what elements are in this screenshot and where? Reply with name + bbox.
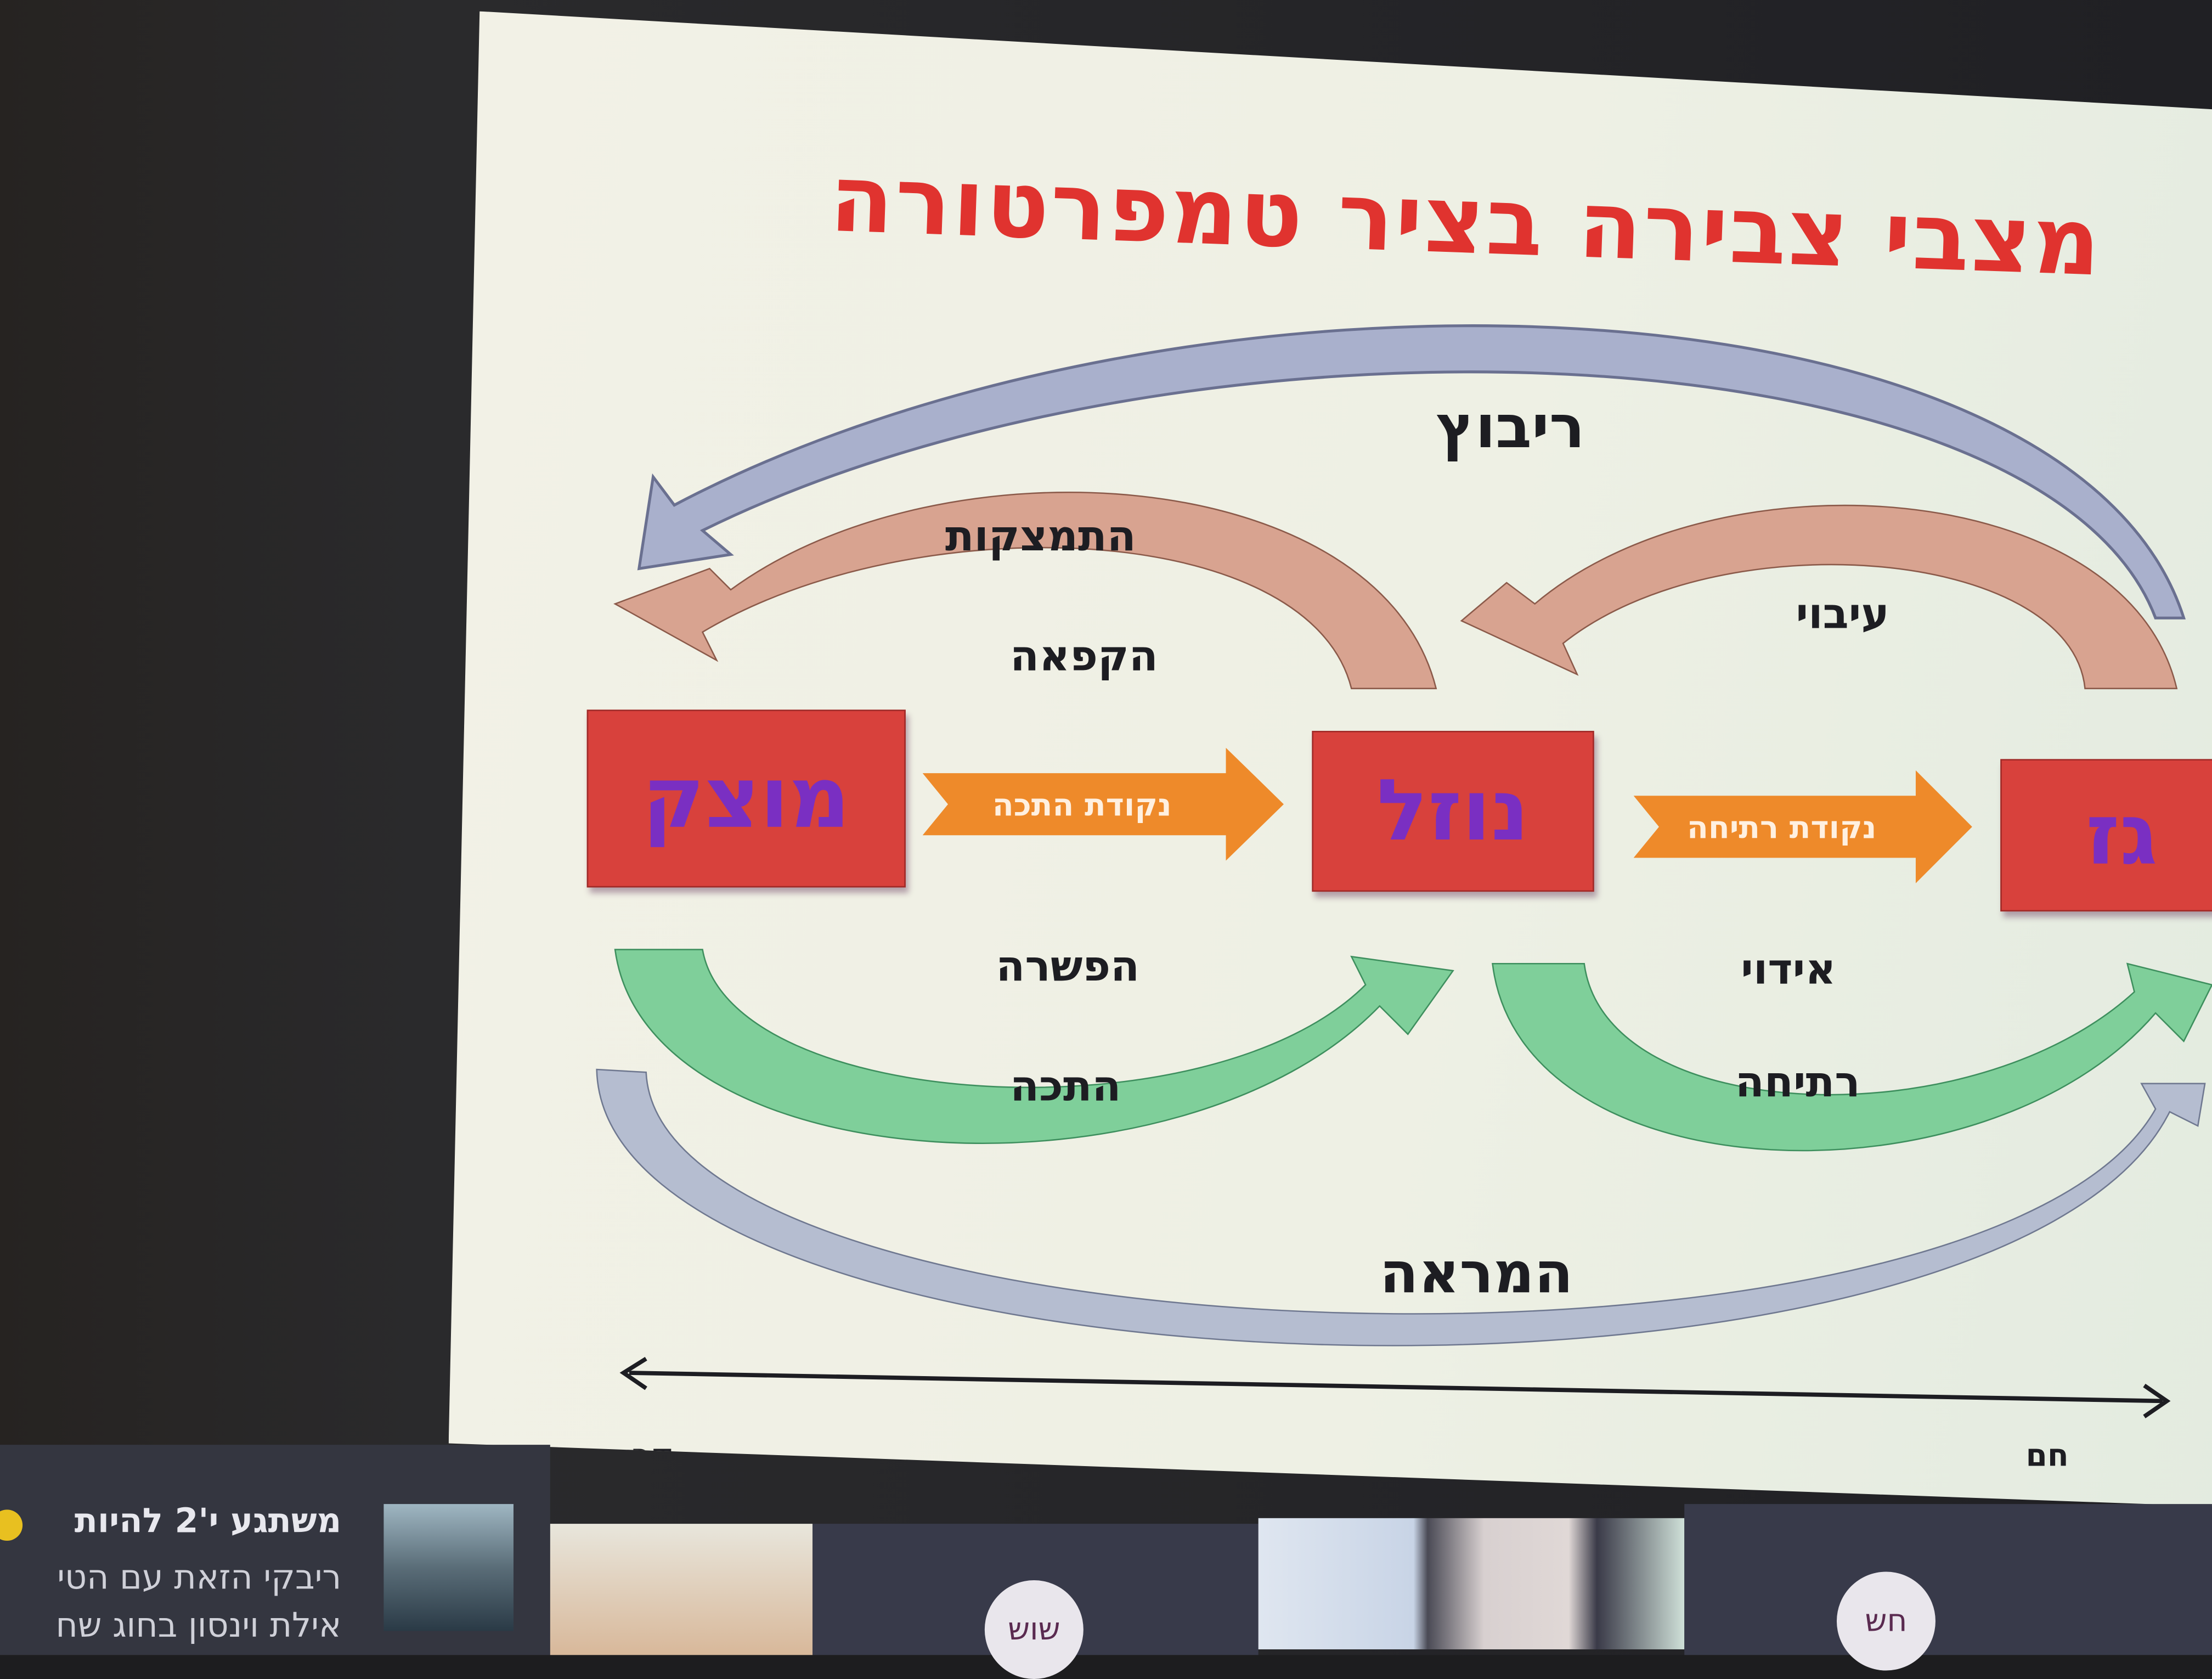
melting-arrow <box>614 949 1454 1144</box>
axis-arrowhead-right <box>2143 1383 2171 1418</box>
boiling-point-arrow: נקודת רתיחה <box>1633 770 1972 883</box>
label-freezing: הקפאה <box>1010 632 1158 681</box>
state-box-gas: גז <box>2000 759 2212 912</box>
chat-notification[interactable]: משתגע י'2 להיות ריבקי הזאת עם הטי אילת ו… <box>0 1445 550 1655</box>
label-melting: התכה <box>1010 1062 1121 1112</box>
axis-label-cold: קר <box>631 1439 674 1475</box>
orange-arrow-icon <box>922 747 1284 861</box>
boiling-arrow <box>1492 962 2212 1152</box>
melting-point-arrow: נקודת התכה <box>922 747 1284 861</box>
label-evaporation: אידוי <box>1741 945 1836 995</box>
label-boiling: רתיחה <box>1735 1058 1860 1108</box>
axis-arrowhead-left <box>619 1356 647 1390</box>
temperature-axis <box>629 1371 2163 1404</box>
condensation-arrow <box>1460 504 2178 690</box>
freezing-arrow <box>613 492 1437 690</box>
axis-label-hot: חם <box>2025 1439 2069 1475</box>
label-thawing: הפשרה <box>996 942 1140 992</box>
participant-avatar: חש <box>1836 1571 1936 1671</box>
state-box-solid: מוצק <box>586 709 906 888</box>
emoji-icon <box>0 1509 23 1541</box>
chat-message: ריבקי הזאת עם הטי <box>57 1557 342 1597</box>
state-box-liquid: נוזל <box>1312 730 1594 892</box>
video-tile[interactable]: שוש <box>812 1524 1259 1679</box>
label-condensation: עיבוי <box>1796 589 1889 639</box>
label-deposition: ריבוץ <box>1436 392 1585 461</box>
label-solidification: התמצקות <box>945 512 1136 562</box>
chat-avatar <box>383 1504 514 1631</box>
label-sublimation: המראה <box>1379 1241 1573 1307</box>
boiling-point-label: נקודת רתיחה <box>1686 810 1877 846</box>
orange-arrow-icon <box>1633 770 1972 883</box>
video-tile[interactable]: חש <box>1684 1504 2212 1671</box>
presentation-slide: מצבי צבירה בציר טמפרטורה ריבוץ התמצקות ה… <box>448 11 2212 1507</box>
deposition-arrow <box>637 324 2186 619</box>
video-tile-camera[interactable] <box>1258 1518 1685 1649</box>
cycle-arrows <box>596 324 2212 1418</box>
sublimation-arrow <box>596 1068 2206 1346</box>
chat-sender: משתגע י'2 להיות <box>74 1501 342 1541</box>
participant-avatar: שוש <box>984 1580 1084 1679</box>
chat-message: אילת וינסון בחוג שח <box>55 1605 342 1646</box>
melting-point-label: נקודת התכה <box>992 788 1172 824</box>
video-tile[interactable] <box>550 1524 813 1655</box>
